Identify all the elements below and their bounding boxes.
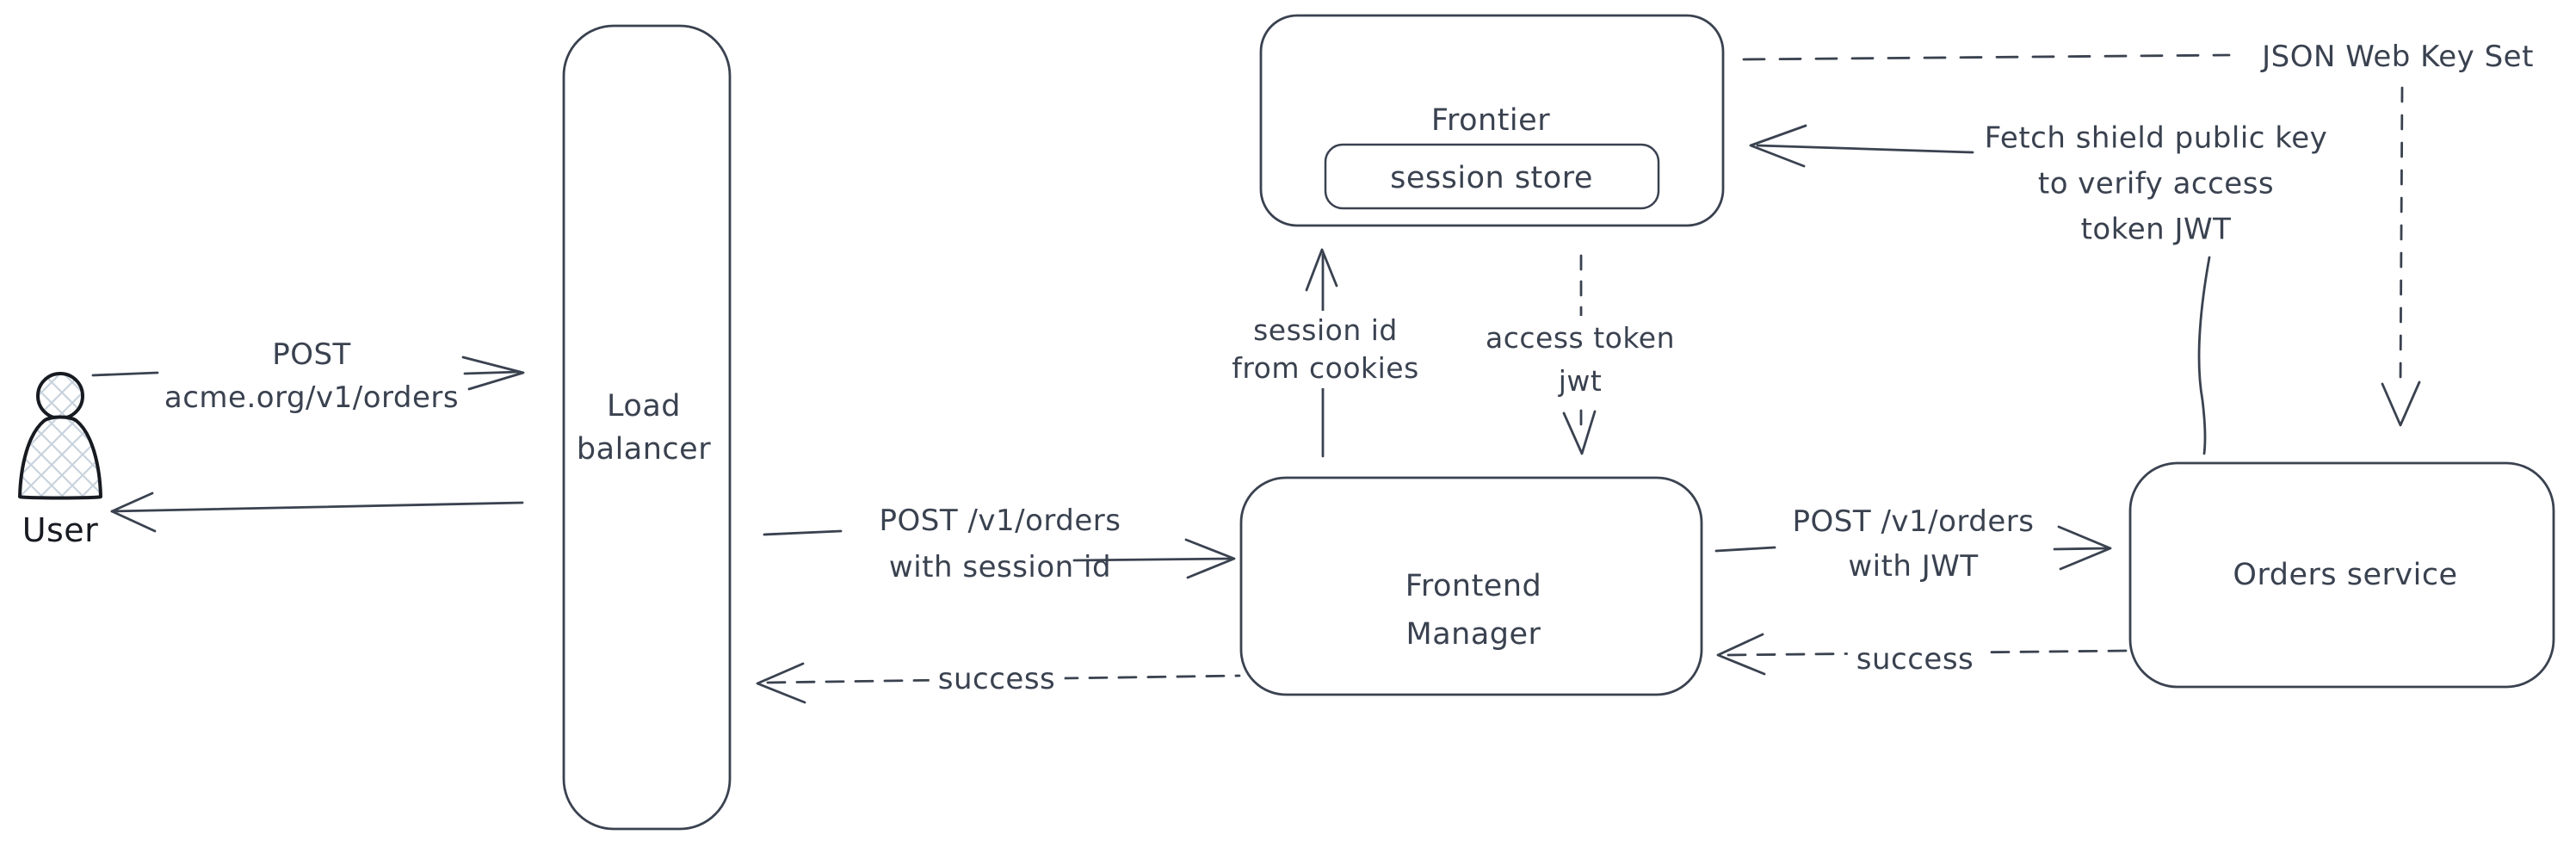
frontier-box[interactable] — [1259, 14, 1725, 227]
user-icon[interactable] — [18, 372, 102, 500]
line-frontier-to-jwks[interactable] — [1742, 53, 2231, 61]
label-line-1: Fetch shield public key — [1984, 121, 2328, 156]
arrow-fm-to-orders[interactable] — [1714, 525, 2112, 571]
label-line-3: token JWT — [2080, 212, 2232, 247]
label-line-1: access token — [1486, 321, 1675, 355]
load-balancer-box[interactable] — [562, 24, 732, 831]
frontier-label[interactable]: Frontier — [1430, 103, 1551, 138]
orders-service-label[interactable]: Orders service — [2233, 558, 2458, 592]
label-line-2: balancer — [576, 432, 712, 467]
label-line-2: jwt — [1558, 364, 1603, 398]
edge-label-post-jwt[interactable]: POST /v1/orders with JWT — [1793, 499, 2035, 589]
arrow-lb-to-fm[interactable] — [763, 529, 1236, 579]
frontend-manager-label[interactable]: Frontend Manager — [1405, 562, 1541, 658]
label-line-2: Manager — [1405, 617, 1541, 652]
frontend-manager-box[interactable] — [1239, 476, 1703, 696]
session-store-box[interactable] — [1324, 143, 1660, 210]
arrow-lb-to-user[interactable] — [110, 492, 524, 533]
annotation-fetch-key[interactable]: Fetch shield public key to verify access… — [1985, 116, 2328, 253]
label-line-1: POST — [272, 337, 351, 372]
label-line-1: Frontend — [1405, 569, 1542, 603]
arrow-jwks-to-orders[interactable] — [2381, 86, 2421, 427]
label-line-1: Load — [607, 389, 681, 424]
line-fetch-note-to-orders[interactable] — [2197, 256, 2211, 455]
label-line-2: with session id — [888, 550, 1112, 584]
annotation-jwks[interactable]: JSON Web Key Set — [2262, 40, 2534, 74]
label-line-1: POST /v1/orders — [879, 504, 1121, 538]
edge-label-access-token-jwt[interactable]: access token jwt — [1477, 316, 1683, 404]
edge-label-post-session-id[interactable]: POST /v1/orders with session id — [880, 498, 1121, 590]
label-line-2: acme.org/v1/orders — [164, 380, 460, 415]
user-label[interactable]: User — [22, 511, 99, 549]
label-line-2: with JWT — [1848, 549, 1979, 584]
load-balancer-label[interactable]: Load balancer — [577, 385, 711, 471]
arrow-fetch-key-to-frontier[interactable] — [1749, 124, 1974, 168]
edge-label-success-right[interactable]: success — [1847, 637, 1983, 682]
arrow-user-to-lb[interactable] — [91, 355, 525, 391]
edge-label-post-acme[interactable]: POST acme.org/v1/orders — [164, 333, 459, 419]
label-line-1: session id — [1253, 313, 1398, 347]
orders-service-box[interactable] — [2128, 461, 2555, 689]
edge-label-success-left[interactable]: success — [929, 657, 1065, 702]
edge-label-session-id-cookies[interactable]: session id from cookies — [1223, 311, 1428, 388]
label-line-2: from cookies — [1232, 351, 1419, 385]
label-line-1: POST /v1/orders — [1792, 504, 2035, 539]
arrow-orders-to-fm-success[interactable] — [1716, 633, 2128, 676]
session-store-label[interactable]: session store — [1390, 161, 1593, 195]
label-line-2: to verify access — [2037, 166, 2275, 201]
